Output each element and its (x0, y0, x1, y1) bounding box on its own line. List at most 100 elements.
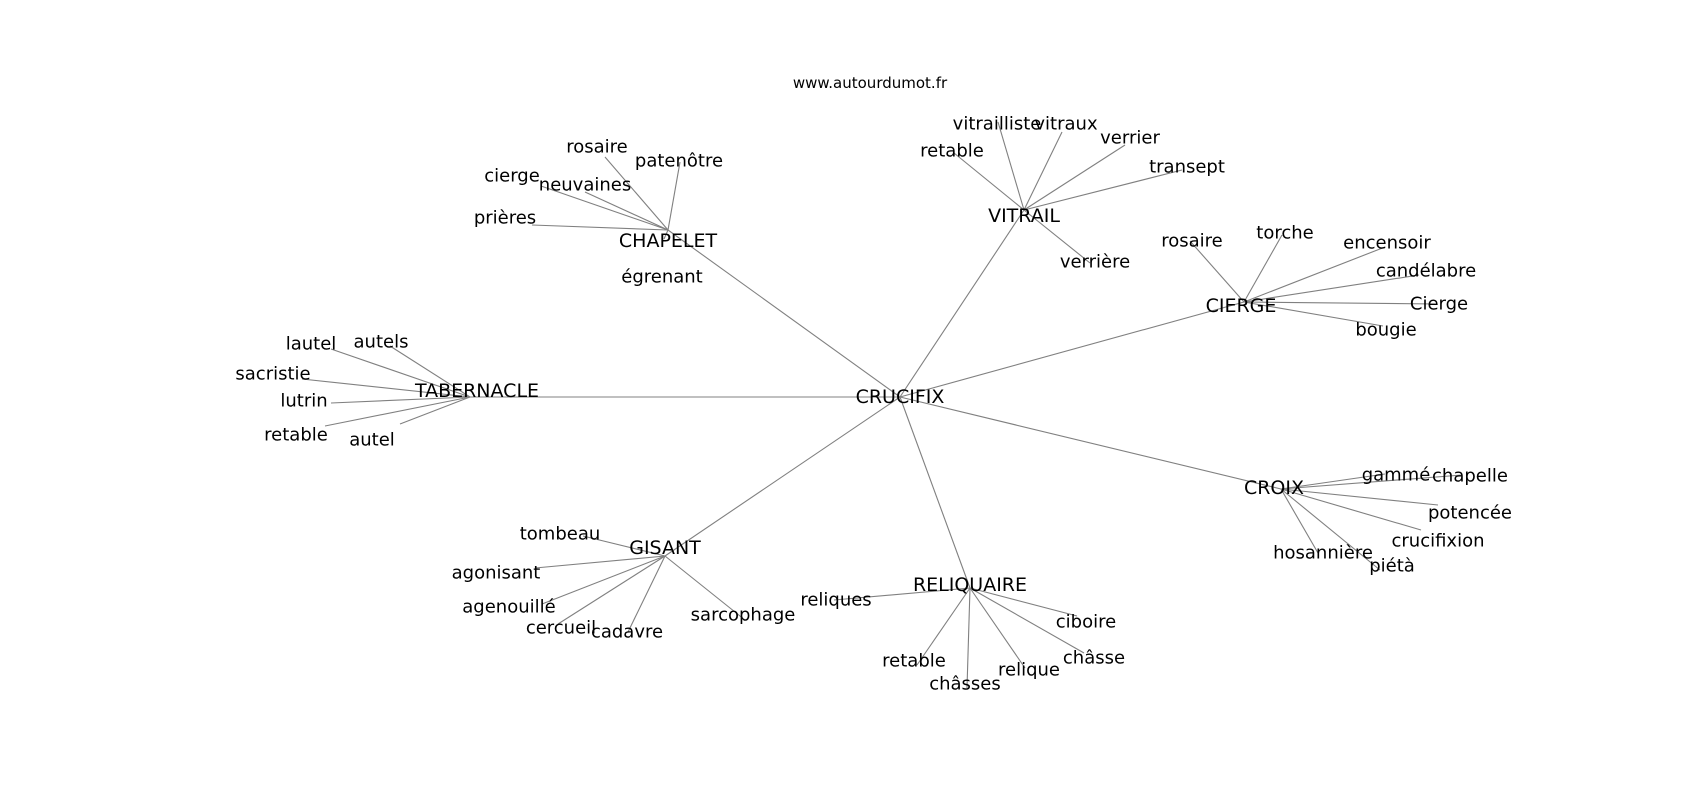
edge-cierge-encensoir (1243, 246, 1386, 303)
leaf-node-croix-crucifixion: crucifixion (1391, 531, 1484, 552)
edge-gisant-cadavre (627, 555, 666, 633)
edge-vitrail-vitraux (1023, 131, 1063, 211)
leaf-node-tabernacle-sacristie: sacristie (235, 364, 310, 385)
edge-cierge-rosaire (1189, 240, 1245, 303)
edge-reliquaire-chasse (969, 587, 1085, 654)
edge-croix-potencee (1280, 488, 1439, 506)
edge-tabernacle-sacristie (301, 378, 471, 398)
leaf-node-vitrail-vitrailliste: vitrailliste (953, 114, 1042, 135)
leaf-node-gisant-agenouille: agenouillé (462, 597, 555, 618)
edge-vitrail-vitrailliste (997, 121, 1025, 211)
edge-gisant-agenouille (541, 555, 666, 605)
leaf-node-tabernacle-lutrin: lutrin (280, 391, 327, 412)
edge-cierge-torche (1243, 234, 1283, 303)
leaf-node-cierge-torche: torche (1256, 223, 1313, 244)
leaf-node-cierge-rosaire: rosaire (1161, 231, 1223, 252)
hub-node-vitrail: VITRAIL (988, 205, 1060, 227)
edge-croix-pieta (1280, 488, 1381, 571)
leaf-node-reliquaire-chasses: châsses (929, 674, 1001, 695)
leaf-node-croix-pieta: piétà (1369, 556, 1415, 577)
edge-crucifix-gisant (664, 396, 901, 557)
leaf-node-chapelet-patenotre: patenôtre (635, 151, 723, 172)
edge-reliquaire-chasses (966, 587, 971, 689)
hub-node-tabernacle: TABERNACLE (414, 380, 539, 402)
edge-gisant-sarcophage (664, 555, 746, 621)
edge-crucifix-croix (899, 396, 1282, 490)
leaf-node-chapelet-prieres: prières (474, 208, 536, 229)
edge-crucifix-chapelet (667, 229, 901, 398)
leaf-node-croix-potencee: potencée (1428, 503, 1512, 524)
edge-chapelet-prieres (531, 224, 669, 231)
leaf-node-tabernacle-autels: autels (354, 332, 409, 353)
edge-gisant-tombeau (582, 535, 666, 557)
hub-node-gisant: GISANT (629, 537, 701, 559)
edge-reliquaire-retable (916, 587, 971, 666)
site-title: www.autourdumot.fr (793, 74, 948, 92)
leaf-node-vitrail-transept: transept (1149, 157, 1225, 178)
edge-reliquaire-ciboire (969, 587, 1078, 617)
edge-cierge-bougie (1243, 301, 1384, 327)
hub-node-croix: CROIX (1244, 477, 1304, 499)
hub-node-reliquaire: RELIQUAIRE (913, 574, 1027, 596)
leaf-node-vitrail-vitraux: vitraux (1034, 114, 1098, 135)
leaf-node-chapelet-egrenant: égrenant (621, 267, 702, 288)
edge-cierge-cierge (1243, 301, 1438, 305)
edge-gisant-cercueil (557, 555, 666, 625)
leaf-node-reliquaire-reliques: reliques (800, 590, 871, 611)
edge-chapelet-cierge (540, 185, 669, 231)
edge-chapelet-neuvaines (584, 191, 669, 231)
leaf-node-tabernacle-autel: autel (349, 430, 395, 451)
leaf-node-gisant-cercueil: cercueil (526, 618, 596, 639)
leaf-node-cierge-cierge: Cierge (1410, 294, 1468, 315)
edge-chapelet-patenotre (667, 161, 681, 231)
leaf-node-croix-chapelle: chapelle (1432, 466, 1508, 487)
edge-gisant-agonisant (534, 555, 666, 569)
edge-chapelet-rosaire (604, 156, 669, 231)
hub-node-chapelet: CHAPELET (619, 230, 718, 252)
root-node-label: CRUCIFIX (856, 386, 945, 408)
edge-chapelet-egrenant (663, 229, 669, 240)
leaf-node-gisant-agonisant: agonisant (452, 563, 541, 584)
edge-reliquaire-relique (969, 587, 1026, 669)
hub-node-cierge: CIERGE (1206, 295, 1277, 317)
edge-vitrail-retable (953, 152, 1025, 211)
leaf-node-reliquaire-relique: relique (998, 660, 1060, 681)
leaf-node-tabernacle-retable: retable (264, 425, 328, 446)
leaf-node-reliquaire-chasse: châsse (1063, 648, 1125, 669)
leaf-node-vitrail-verrier: verrier (1100, 128, 1160, 149)
edge-tabernacle-lautel (330, 348, 471, 398)
edge-croix-crucifixion (1280, 488, 1422, 531)
leaf-node-reliquaire-retable: retable (882, 651, 946, 672)
edge-reliquaire-reliques (833, 587, 971, 601)
leaf-node-tabernacle-lautel: lautel (286, 334, 337, 355)
leaf-node-chapelet-rosaire: rosaire (566, 137, 628, 158)
leaf-node-vitrail-retable: retable (920, 141, 984, 162)
edge-tabernacle-autel (399, 396, 471, 425)
edge-cierge-candelabre (1243, 274, 1420, 303)
edge-vitrail-verriere (1023, 209, 1091, 264)
leaf-node-cierge-encensoir: encensoir (1343, 233, 1431, 254)
edge-crucifix-reliquaire (899, 396, 971, 589)
leaf-node-chapelet-neuvaines: neuvaines (539, 175, 631, 196)
edge-croix-chapelle (1280, 474, 1463, 490)
leaf-node-reliquaire-ciboire: ciboire (1056, 612, 1116, 633)
leaf-node-gisant-sarcophage: sarcophage (691, 605, 796, 626)
leaf-node-gisant-tombeau: tombeau (520, 524, 601, 545)
edge-tabernacle-lutrin (330, 396, 471, 404)
edge-crucifix-cierge (899, 301, 1245, 398)
leaf-node-cierge-candelabre: candélabre (1376, 261, 1476, 282)
graph-edges (301, 121, 1463, 689)
edge-croix-gamme (1280, 473, 1386, 490)
leaf-node-vitrail-verriere: verrière (1060, 252, 1130, 273)
edge-croix-hosanniere (1280, 488, 1319, 554)
edge-crucifix-vitrail (899, 209, 1025, 398)
edge-tabernacle-autels (389, 345, 471, 398)
edge-tabernacle-retable (324, 396, 471, 427)
leaf-node-chapelet-cierge: cierge (484, 166, 540, 187)
edge-vitrail-verrier (1023, 144, 1126, 211)
leaf-node-croix-hosanniere: hosannière (1273, 543, 1373, 564)
leaf-node-gisant-cadavre: cadavre (591, 622, 663, 643)
edge-vitrail-transept (1023, 169, 1183, 211)
